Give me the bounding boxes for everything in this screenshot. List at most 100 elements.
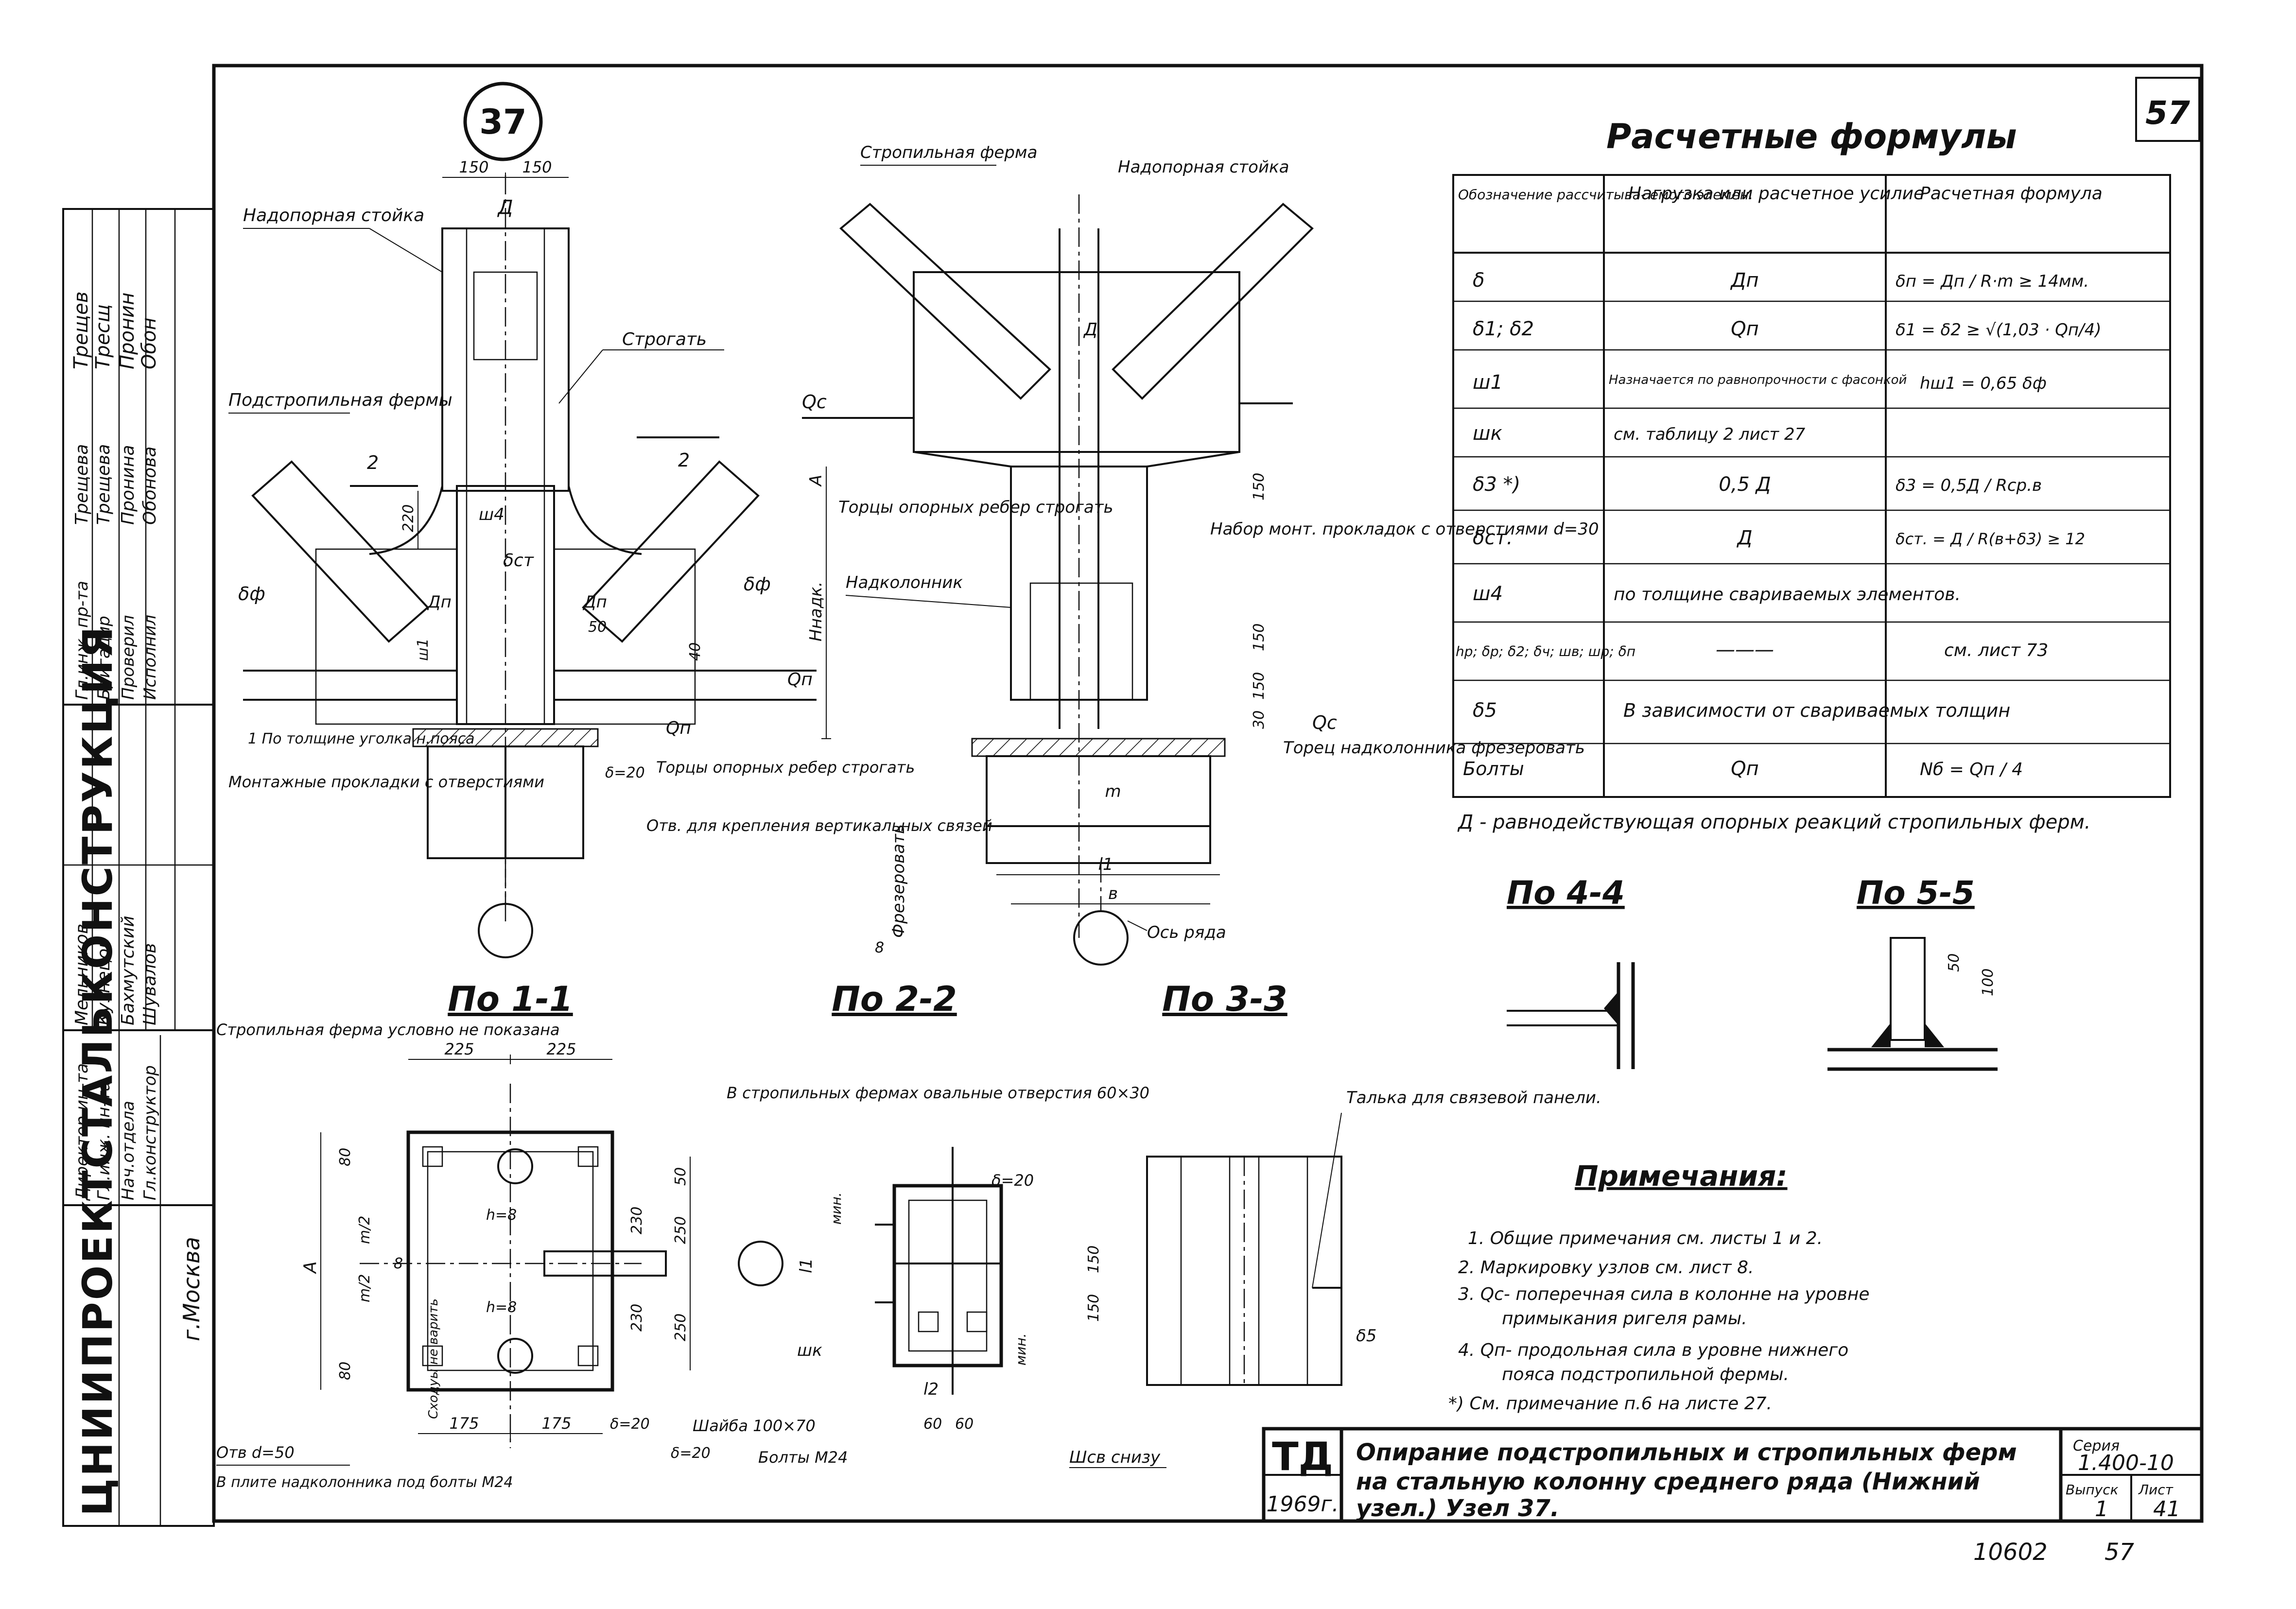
name2-2: Трещева [94, 444, 114, 525]
row5-load: 0,5 Д [1719, 473, 1771, 496]
dim-150e-v22: 150 [1251, 672, 1268, 700]
position2-4: Исполнил [140, 615, 160, 700]
row8-formula: см. лист 73 [1944, 640, 2048, 660]
position2-2: Бригадир [94, 616, 114, 700]
dim-b: в [1108, 884, 1118, 903]
name-3: Бахмутский [118, 916, 138, 1025]
row7-name: ш4 [1473, 583, 1503, 605]
label-l2: l2 [923, 1380, 939, 1399]
row2-name: δ1; δ2 [1473, 318, 1534, 340]
note-4: 4. Qп- продольная сила в уровне нижнего [1458, 1340, 1848, 1360]
node-marker: 37 [463, 82, 543, 161]
row9-name: δ5 [1473, 699, 1497, 722]
label-qp-left: Qп [666, 718, 691, 738]
label-podstropilnaya: Подстропильная фермы [228, 390, 452, 410]
view-1-1-title: По 1-1 [448, 979, 573, 1019]
dim-220: 220 [400, 504, 417, 532]
list-label: Лист [2138, 1482, 2174, 1498]
node-number-text: 37 [479, 102, 526, 142]
label-stropilnaya-uslovno: Стропильная ферма условно не показана [216, 1021, 560, 1039]
label-w4: ш4 [479, 505, 504, 524]
bottom-number-left: 10602 [1973, 1539, 2048, 1566]
label-shv-snizu: Шсв снизу [1069, 1448, 1161, 1467]
dim-150b: 150 [522, 158, 552, 176]
dim-mn-a: m/2 [356, 1216, 373, 1244]
dim-175b: 175 [541, 1414, 571, 1433]
label-delta20-bolt: δ=20 [991, 1171, 1034, 1190]
dim-50d: 50 [672, 1167, 689, 1186]
dim-230a: 230 [628, 1207, 645, 1234]
title-line-3: узел.) Узел 37. [1356, 1495, 1559, 1522]
name-2: Кузнецов [94, 938, 114, 1025]
row7-load: по толщине свариваемых элементов. [1614, 585, 1961, 605]
note-4b: пояса подстропильной фермы. [1502, 1365, 1789, 1384]
dim-30-v22: 30 [1251, 710, 1268, 729]
label-tortsy-opornykh: Торцы опорных ребер строгать [838, 498, 1113, 517]
dim-80b: 80 [337, 1362, 354, 1380]
seria-value: 1.400-10 [2078, 1451, 2174, 1475]
note-3b: примыкания ригеля рамы. [1502, 1309, 1747, 1329]
bottom-number-right: 57 [2105, 1539, 2135, 1566]
formulas-title: Расчетные формулы [1606, 117, 2017, 156]
row10-formula: Nб = Qп / 4 [1920, 760, 2023, 779]
view-2-2-title: По 2-2 [832, 979, 957, 1019]
section-5-5: По 5-5 50 100 [1827, 874, 1998, 1071]
row5-formula: δ3 = 0,5Д / Rср.в [1896, 476, 2042, 495]
label-delta20-v11: δ=20 [605, 764, 645, 781]
title-line-2: на стальную колонну среднего ряда (Нижни… [1356, 1468, 1980, 1495]
org-name: ЦНИИПРОЕКТСТАЛЬКОНСТРУКЦИЯ [74, 625, 122, 1516]
view-3-3-title: По 3-3 [1162, 979, 1287, 1019]
label-delta-st: δст [503, 551, 534, 571]
section-5-5-title: По 5-5 [1857, 874, 1975, 912]
label-qp-right: Qп [787, 670, 813, 690]
dim-225b: 225 [546, 1040, 576, 1058]
dim-40: 40 [687, 642, 704, 661]
dim-h8-b: h=8 [486, 1299, 517, 1316]
section-4-4-title: По 4-4 [1507, 874, 1625, 912]
position2-3: Проверил [119, 615, 138, 700]
name2-3: Пронина [118, 445, 138, 525]
title-line-1: Опирание подстропильных и стропильных фе… [1356, 1439, 2017, 1466]
label-qc-right: Qс [1312, 712, 1337, 733]
dim-175a: 175 [449, 1414, 479, 1433]
label-torets: Торец надколонника фрезеровать [1283, 738, 1585, 758]
notes: Примечания: 1. Общие примечания см. лист… [1448, 1159, 1870, 1414]
label-otv-d50: Отв d=50 [216, 1443, 295, 1462]
dim-100-55: 100 [1980, 969, 1997, 996]
header-1: Обозначение рассчитыва- емого элемен. [1458, 187, 1753, 203]
vypusk-value: 1 [2095, 1497, 2108, 1522]
row2-formula: δ1 = δ2 ≥ √(1,03 · Qп/4) [1896, 320, 2101, 340]
position2-1: Гл.инж. пр-та [72, 581, 92, 700]
dim-150c: 150 [1085, 1246, 1102, 1273]
dim-m: m [1105, 782, 1121, 801]
signature-1: Трещев [70, 292, 92, 369]
label-min-a: мин. [828, 1192, 844, 1225]
dim-l1: l1 [1098, 855, 1113, 874]
position-3: Нач.отдела [119, 1101, 138, 1200]
label-montazhnye: Монтажные прокладки с отверстиями [228, 773, 544, 791]
position-4: Гл.конструктор [140, 1065, 160, 1200]
dim-225a: 225 [444, 1040, 474, 1058]
note-3: 3. Qс- поперечная сила в колонне на уров… [1458, 1284, 1870, 1304]
label-strogat: Строгать [622, 329, 707, 349]
label-delta20-plan: δ=20 [610, 1416, 650, 1433]
seria-label: Серия [2073, 1437, 2120, 1454]
label-qc-left: Qс [802, 391, 827, 413]
label-delta5-col: δ5 [1356, 1326, 1376, 1346]
dim-h8-a: h=8 [486, 1207, 517, 1224]
column-elevation: Талька для связевой панели. δ5 Шсв снизу [1069, 1088, 1601, 1468]
dim-50-55: 50 [1946, 953, 1963, 972]
dim-8-v11: 8 [875, 939, 884, 956]
row9-load: В зависимости от свариваемых толщин [1623, 700, 2010, 721]
label-h-nadk: Hнадк. [806, 582, 826, 641]
sec-mark-2a: 2 [367, 452, 379, 473]
name2-1: Трещева [72, 444, 92, 525]
label-delta20-shayba: δ=20 [671, 1445, 711, 1462]
view-2-2: Hнадк. А l1 в m 150 150 150 30 Стропильн… [802, 143, 1599, 1019]
label-shk: шк [797, 1341, 822, 1360]
bolt-section: В стропильных фермах овальные отверстия … [671, 1084, 1149, 1467]
name-4: Шувалов [140, 943, 160, 1025]
header-3: Расчетная формула [1920, 184, 2103, 204]
label-nabor: Набор монт. прокладок с отверстиями d=30 [1210, 519, 1599, 539]
label-stropilnaya-ferma: Стропильная ферма [860, 143, 1037, 162]
